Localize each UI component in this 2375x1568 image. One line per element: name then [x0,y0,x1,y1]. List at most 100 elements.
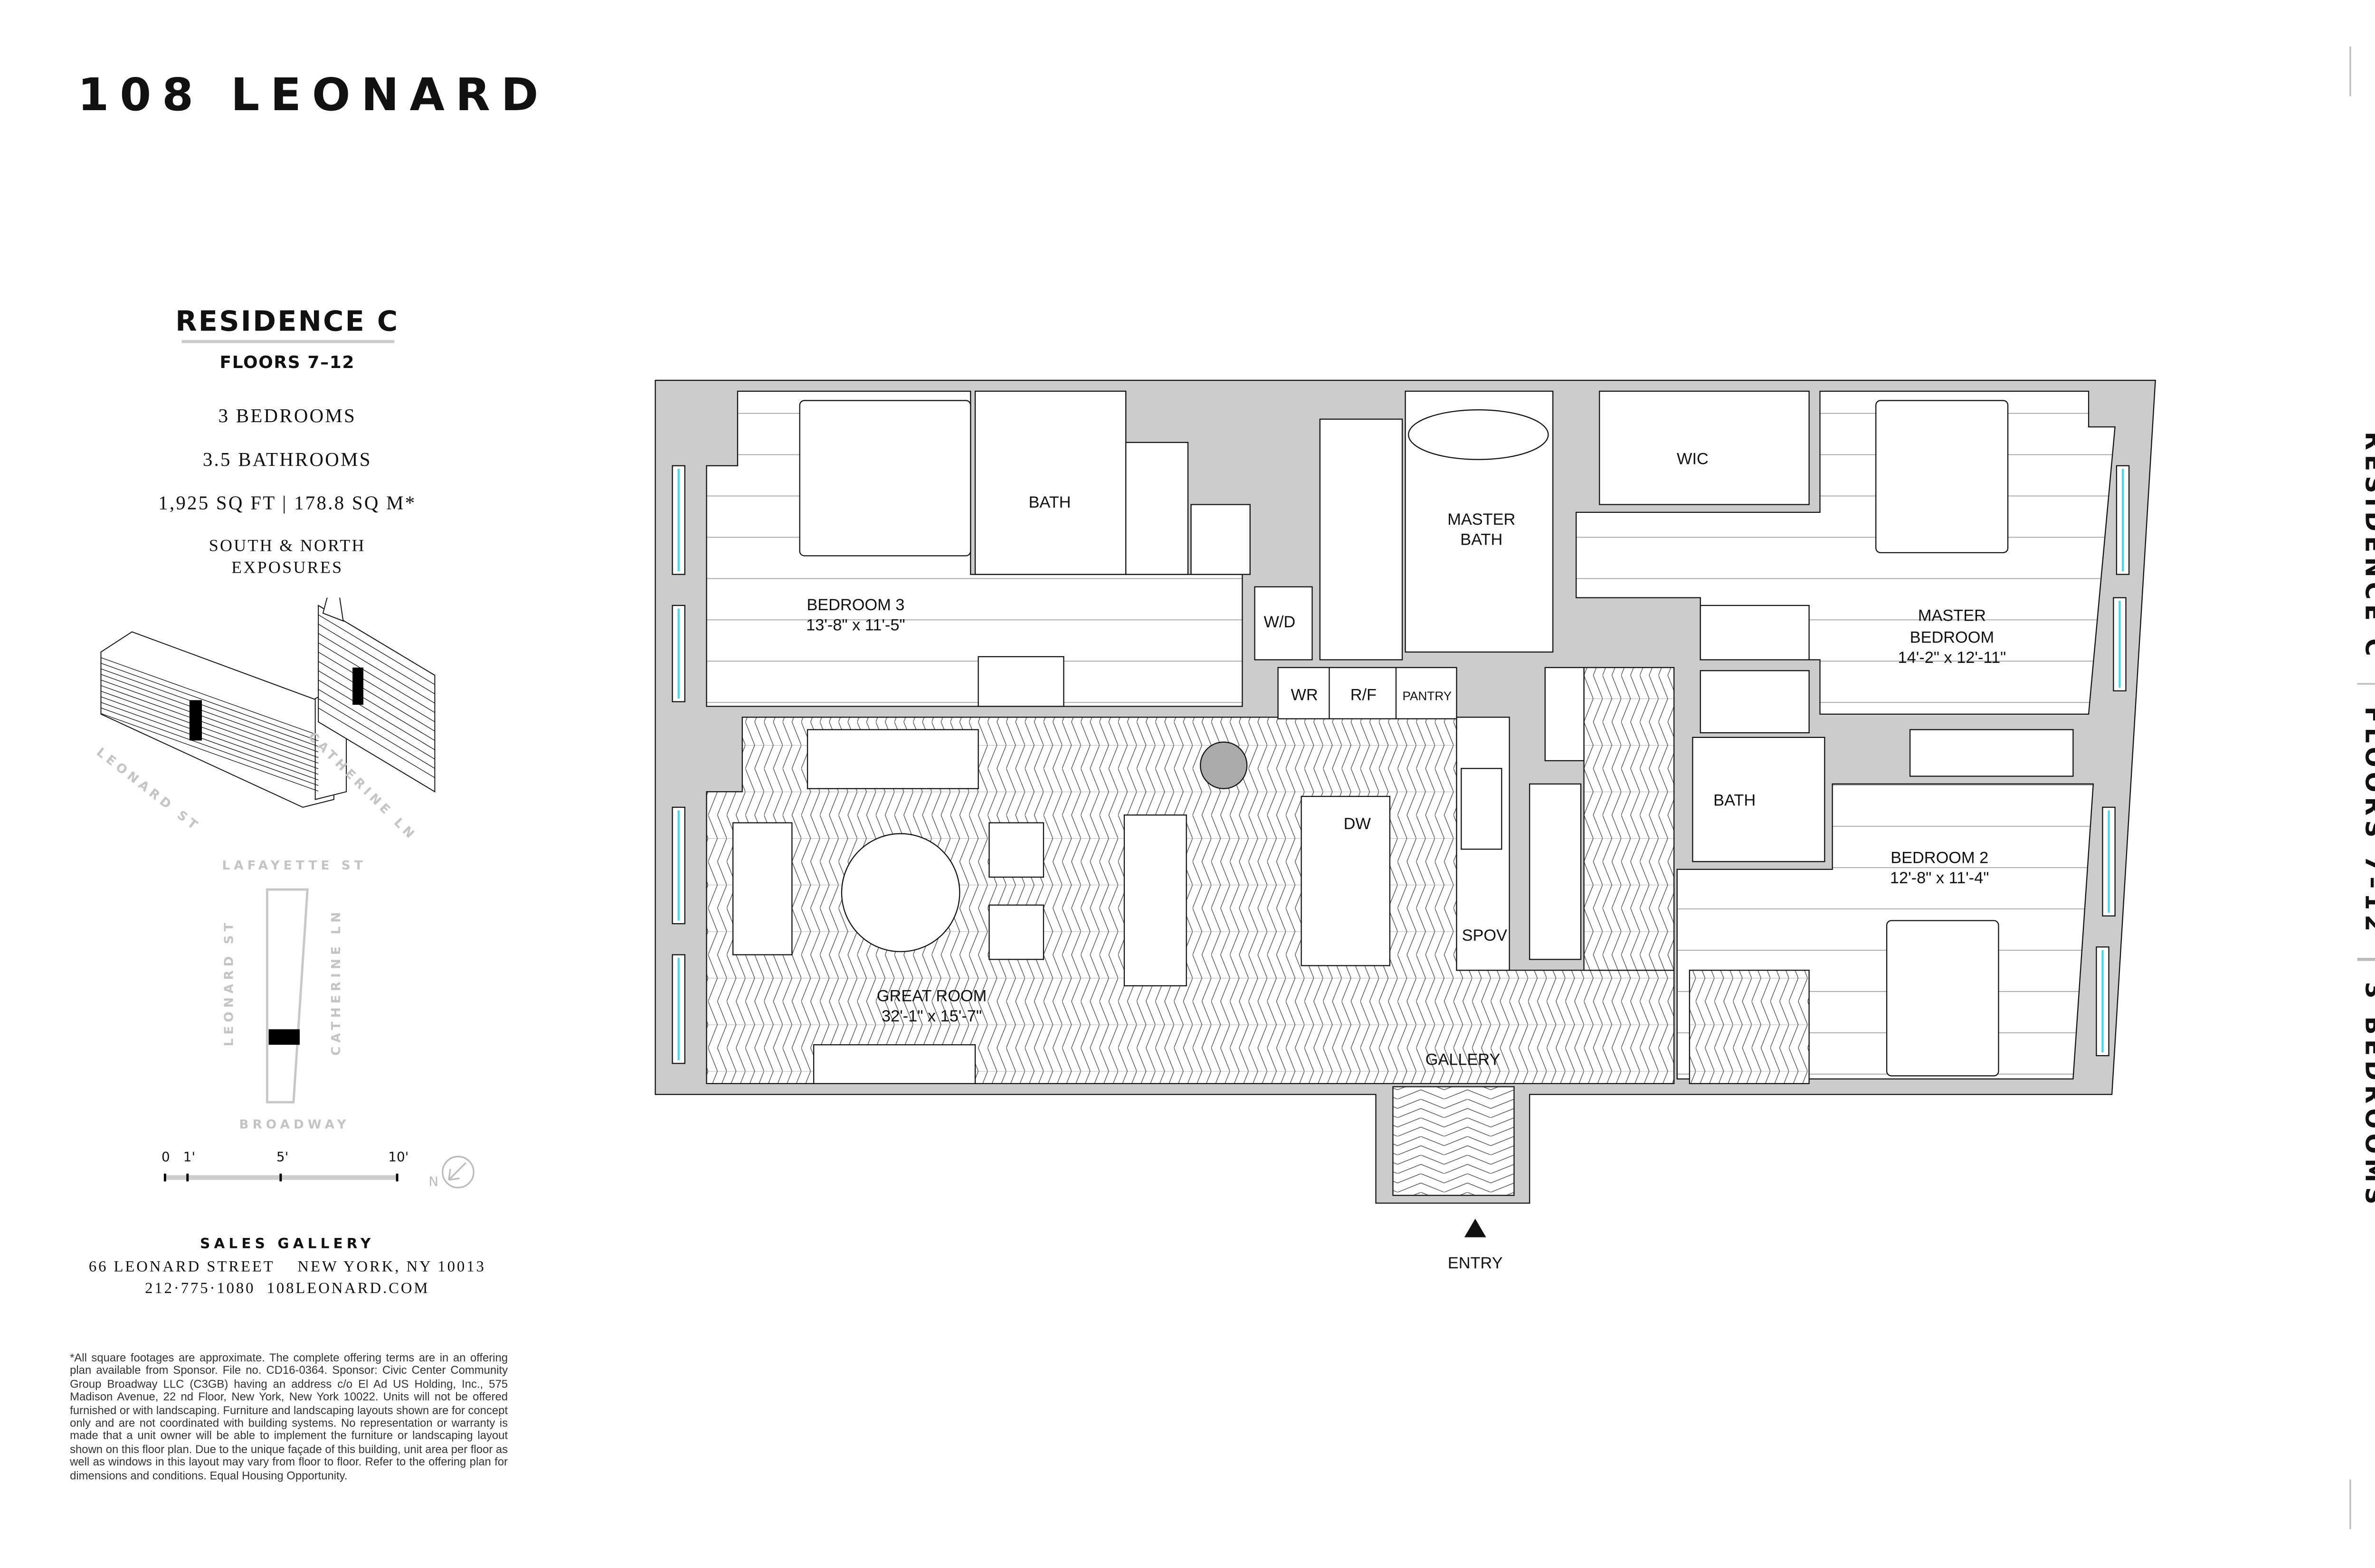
side-divider [2357,682,2375,685]
axon-floor-line [101,657,319,736]
title-divider [181,340,395,343]
brand-title: 108 LEONARD [77,68,550,121]
sales-gallery-address: 66 LEONARD STREET NEW YORK, NY 10013 [88,1259,486,1276]
label-bath-right: BATH [1713,792,1756,811]
scale-tick-1: 1' [183,1150,196,1166]
side-residence: RESIDENCE C [2359,431,2375,661]
axon-floor-line [318,661,435,732]
scale-tick-5: 5' [276,1150,289,1166]
walk-in-closet [1599,390,1810,505]
label-master-bedroom-1: MASTER [1918,607,1986,626]
bath-right [1692,737,1825,862]
kitchen-appliances [1277,667,1457,719]
north-label: N [428,1175,439,1191]
axon-floor-line [318,680,435,750]
axon-left-highlight [189,700,202,741]
label-bedroom-2-dim: 12'-8" x 11'-4" [1890,869,1989,888]
axon-floor-line [318,689,435,760]
axon-right-highlight [352,667,363,705]
bed-master [1875,400,2009,553]
edge-mark-top [2349,47,2351,96]
entry-vestibule [1392,1086,1515,1196]
label-master-bedroom-dim: 14'-2" x 12'-11" [1898,649,2006,668]
label-gallery: GALLERY [1425,1051,1501,1070]
axon-floor-line [318,698,435,769]
armchair-1 [988,822,1045,878]
bedroom-count: 3 BEDROOMS [218,405,357,427]
residence-title: RESIDENCE C [175,306,399,339]
axon-floor-line [101,702,319,781]
armchair-2 [988,904,1045,960]
axon-floor-line [318,623,435,694]
site-street-top: LAFAYETTE ST [222,858,367,873]
closet-bedroom-2 [1909,729,2074,777]
axon-floor-line [101,685,319,764]
label-spov: SPOV [1462,926,1508,945]
axon-floor-line [101,680,319,758]
closet-bedroom-3 [1190,504,1251,575]
bed-bedroom-2 [1886,920,1999,1077]
washer-dryer [1254,586,1313,661]
axon-floor-line [101,696,319,775]
axon-floor-line [101,713,319,792]
label-master-bedroom-2: BEDROOM [1910,629,1995,648]
axon-floor-line [101,668,319,747]
axon-floor-line [318,708,435,778]
north-arrow-icon [442,1155,475,1189]
exposure-line-1: SOUTH & NORTH [209,537,366,556]
label-bedroom-3: BEDROOM 3 [807,596,905,615]
axon-floor-line [318,614,435,685]
site-block-outline [266,888,309,1104]
label-master-bath-2: BATH [1460,531,1503,550]
column [1199,741,1248,789]
bathtub [1125,442,1189,575]
sales-gallery-heading: SALES GALLERY [200,1237,375,1253]
master-shower-wc [1319,418,1403,661]
powder-room [1689,970,1810,1085]
master-bathtub [1408,409,1549,460]
hallway [1583,667,1675,971]
exposure-line-2: EXPOSURES [231,558,343,578]
scale-tick-10: 10' [388,1150,409,1166]
console [813,1044,976,1085]
entry-arrow-icon [1464,1219,1486,1237]
edge-mark-bottom [2349,1479,2351,1530]
label-wr: WR [1291,686,1318,705]
axon-floor-line [101,708,319,786]
building-axonometric [100,597,436,808]
cooktop [1461,768,1502,850]
scale-bar [163,1155,475,1189]
label-great-room-dim: 32'-1" x 15'-7" [881,1007,982,1026]
label-dw: DW [1343,815,1371,834]
axon-right-tower [322,597,344,622]
area-label: 1,925 SQ FT | 178.8 SQ M* [158,492,417,514]
disclaimer: *All square footages are approximate. Th… [70,1351,508,1482]
label-wd: W/D [1264,613,1296,632]
bath-right-vanity [1700,670,1810,734]
floors-label: FLOORS 7–12 [219,352,355,373]
closet-hall-2 [1529,783,1582,960]
side-floors: FLOORS 7–12 [2359,706,2375,936]
axon-floor-line [318,642,435,713]
site-unit-marker [268,1029,300,1045]
label-pantry: PANTRY [1402,689,1452,703]
closet-hall-1 [1544,667,1585,762]
sofa-top [807,729,979,789]
kitchen-island [1301,795,1391,966]
axon-right-building [318,605,436,793]
axon-floor-line [101,674,319,753]
axon-floor-line [318,670,435,741]
site-street-bottom: BROADWAY [239,1117,350,1132]
axon-floor-line [101,662,319,741]
coffee-table [841,833,960,953]
axon-floor-line [318,633,435,704]
master-closet [1700,605,1810,661]
sales-gallery-contact[interactable]: 212·775·1080 108LEONARD.COM [145,1281,430,1298]
label-great-room: GREAT ROOM [876,987,987,1006]
dining-table [1123,814,1187,987]
scale-tick-0: 0 [161,1150,170,1166]
label-bath-left: BATH [1028,493,1071,512]
axon-floor-line [318,652,435,722]
